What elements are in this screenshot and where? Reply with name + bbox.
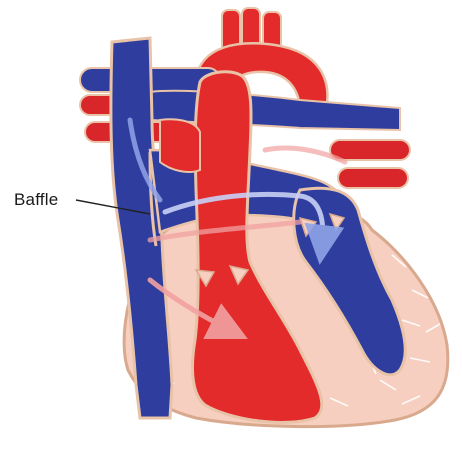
baffle-label: Baffle xyxy=(14,190,58,210)
